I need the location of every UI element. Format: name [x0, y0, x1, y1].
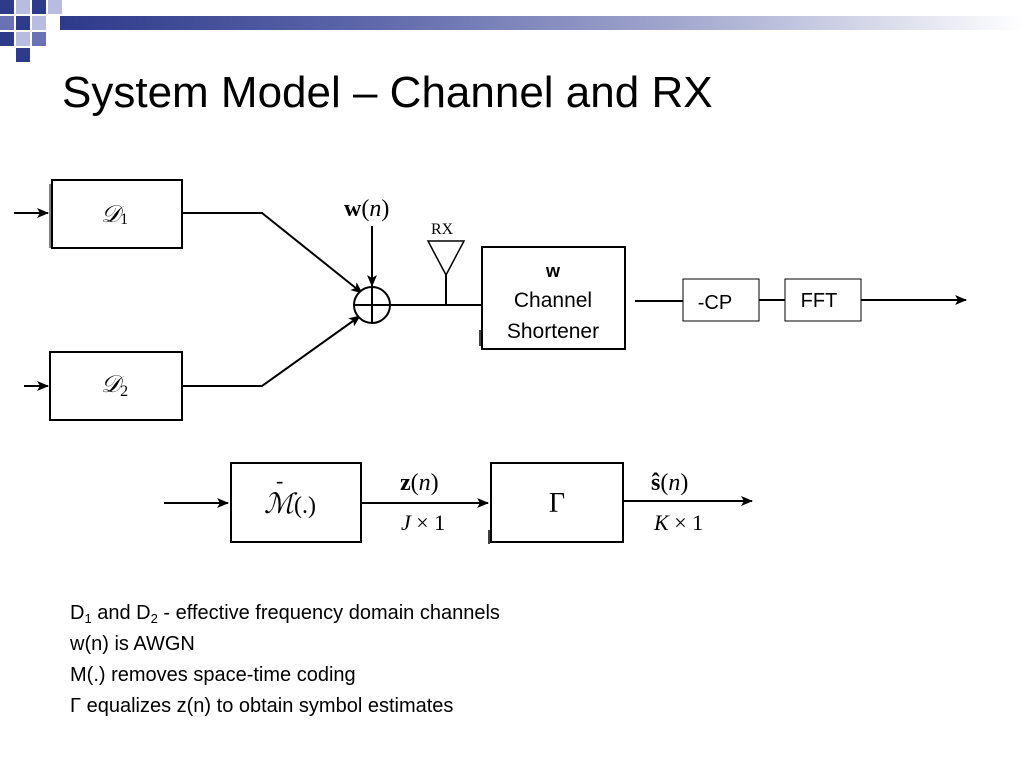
rx-antenna-icon: [426, 240, 466, 305]
decor-square: [32, 32, 46, 46]
m-block: - ℳ(.): [230, 462, 362, 543]
remove-cp-block: -CP: [682, 278, 760, 322]
decor-square: [16, 0, 30, 14]
decor-square: [32, 0, 46, 14]
z-signal-label: z(n): [400, 470, 439, 496]
gamma-label: Γ: [549, 488, 565, 519]
noise-label: w(n): [344, 196, 389, 222]
m-bar: -: [276, 468, 283, 493]
gamma-block: Γ: [488, 462, 624, 544]
decor-square: [16, 48, 30, 62]
fft-box: [784, 278, 862, 322]
d1-to-sum-path: [182, 212, 363, 294]
note-line-2: w(n) is AWGN: [70, 633, 195, 655]
decor-square: [0, 32, 14, 46]
channel-d2-block: 𝒟2: [24, 351, 183, 421]
note-line-4: Γ equalizes z(n) to obtain symbol estima…: [70, 695, 454, 717]
z-dimension-label: J × 1: [401, 510, 445, 535]
notes-list: D1 and D2 - effective frequency domain c…: [70, 598, 500, 722]
d1-box: [51, 179, 183, 249]
decor-gradient-bar: [60, 16, 1024, 30]
gamma-box: [490, 462, 624, 543]
slide-title: System Model – Channel and RX: [62, 68, 713, 117]
cp-label: -CP: [698, 292, 732, 314]
decor-square: [32, 16, 46, 30]
shortener-box: [481, 246, 626, 350]
s-signal-label: ŝ(n): [651, 470, 688, 496]
d2-to-sum-path: [182, 315, 361, 387]
decor-square: [0, 0, 14, 14]
summing-node: [353, 286, 391, 324]
fft-block: FFT: [784, 278, 862, 322]
d2-box: [49, 351, 183, 421]
shortener-line2: Channel: [514, 289, 592, 312]
shortener-line3: Shortener: [507, 320, 599, 343]
decor-square: [16, 32, 30, 46]
m-label: ℳ(.): [264, 489, 316, 520]
note-line-3: M(.) removes space-time coding: [70, 664, 356, 686]
cp-box: [682, 278, 760, 322]
fft-label: FFT: [801, 290, 838, 312]
note-line-1: D1 and D2 - effective frequency domain c…: [70, 602, 500, 626]
rx-label: RX: [431, 221, 454, 238]
shortener-w-label: w: [545, 261, 561, 281]
channel-shortener-block: w Channel Shortener: [479, 246, 626, 350]
s-dimension-label: K × 1: [653, 510, 703, 535]
decor-square: [48, 0, 62, 14]
decor-square: [16, 16, 30, 30]
channel-d1-block: 𝒟1: [14, 179, 183, 249]
decor-square: [0, 16, 14, 30]
